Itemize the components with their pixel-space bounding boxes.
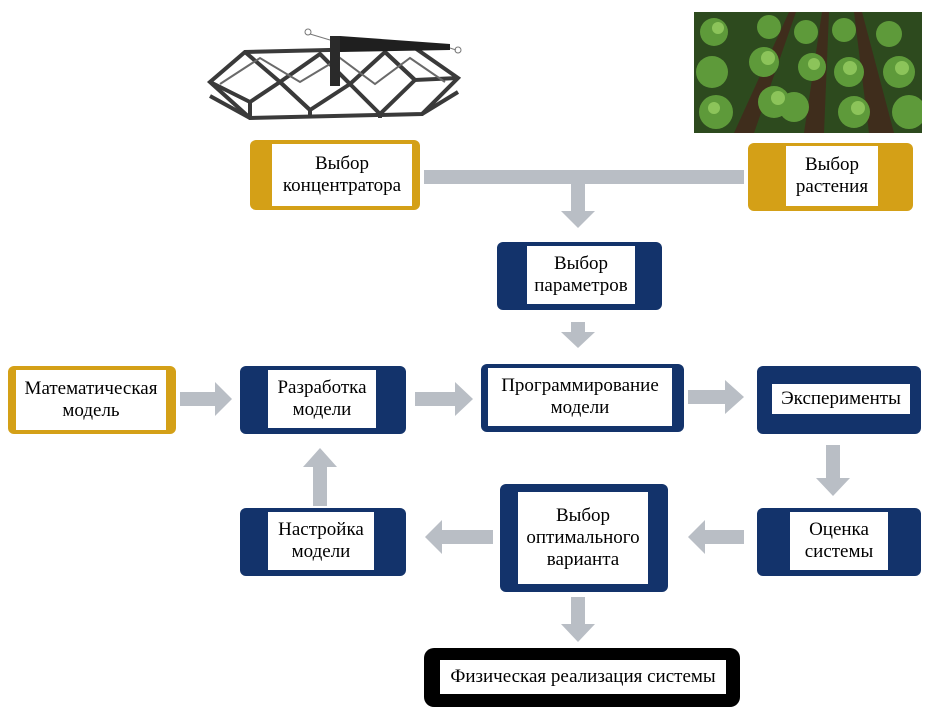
model-tuning-label: Настройка модели: [268, 512, 374, 570]
arrow-left-to-optimal: [688, 520, 744, 554]
arrow-down-to-evaluation: [816, 445, 850, 496]
model-development-label: Разработка модели: [268, 370, 376, 428]
concentrator-icon: [206, 28, 462, 121]
arrow-down-to-parameters: [561, 184, 595, 228]
physical-implementation-label: Физическая реализация системы: [440, 660, 726, 694]
plants-icon: [694, 12, 922, 133]
arrow-down-to-programming: [561, 322, 595, 348]
choose-parameters-label: Выбор параметров: [527, 246, 635, 304]
arrow-left-to-tuning: [425, 520, 493, 554]
choose-concentrator-label: Выбор концентратора: [272, 144, 412, 206]
arrow-up-to-development: [303, 448, 337, 506]
top-connector-bar: [424, 170, 744, 184]
model-programming-label: Программирование модели: [488, 368, 672, 426]
choose-plant-label: Выбор растения: [786, 146, 878, 206]
arrow-down-to-implementation: [561, 597, 595, 642]
experiments-label: Эксперименты: [772, 384, 910, 414]
arrow-right-to-programming: [415, 382, 473, 416]
arrow-right-to-experiments: [688, 380, 744, 414]
arrow-right-to-development: [180, 382, 232, 416]
optimal-choice-label: Выбор оптимального варианта: [518, 492, 648, 584]
math-model-label: Математическая модель: [16, 370, 166, 430]
concentrator-image: [200, 22, 470, 124]
system-evaluation-label: Оценка системы: [790, 512, 888, 570]
plants-image: [694, 12, 922, 133]
